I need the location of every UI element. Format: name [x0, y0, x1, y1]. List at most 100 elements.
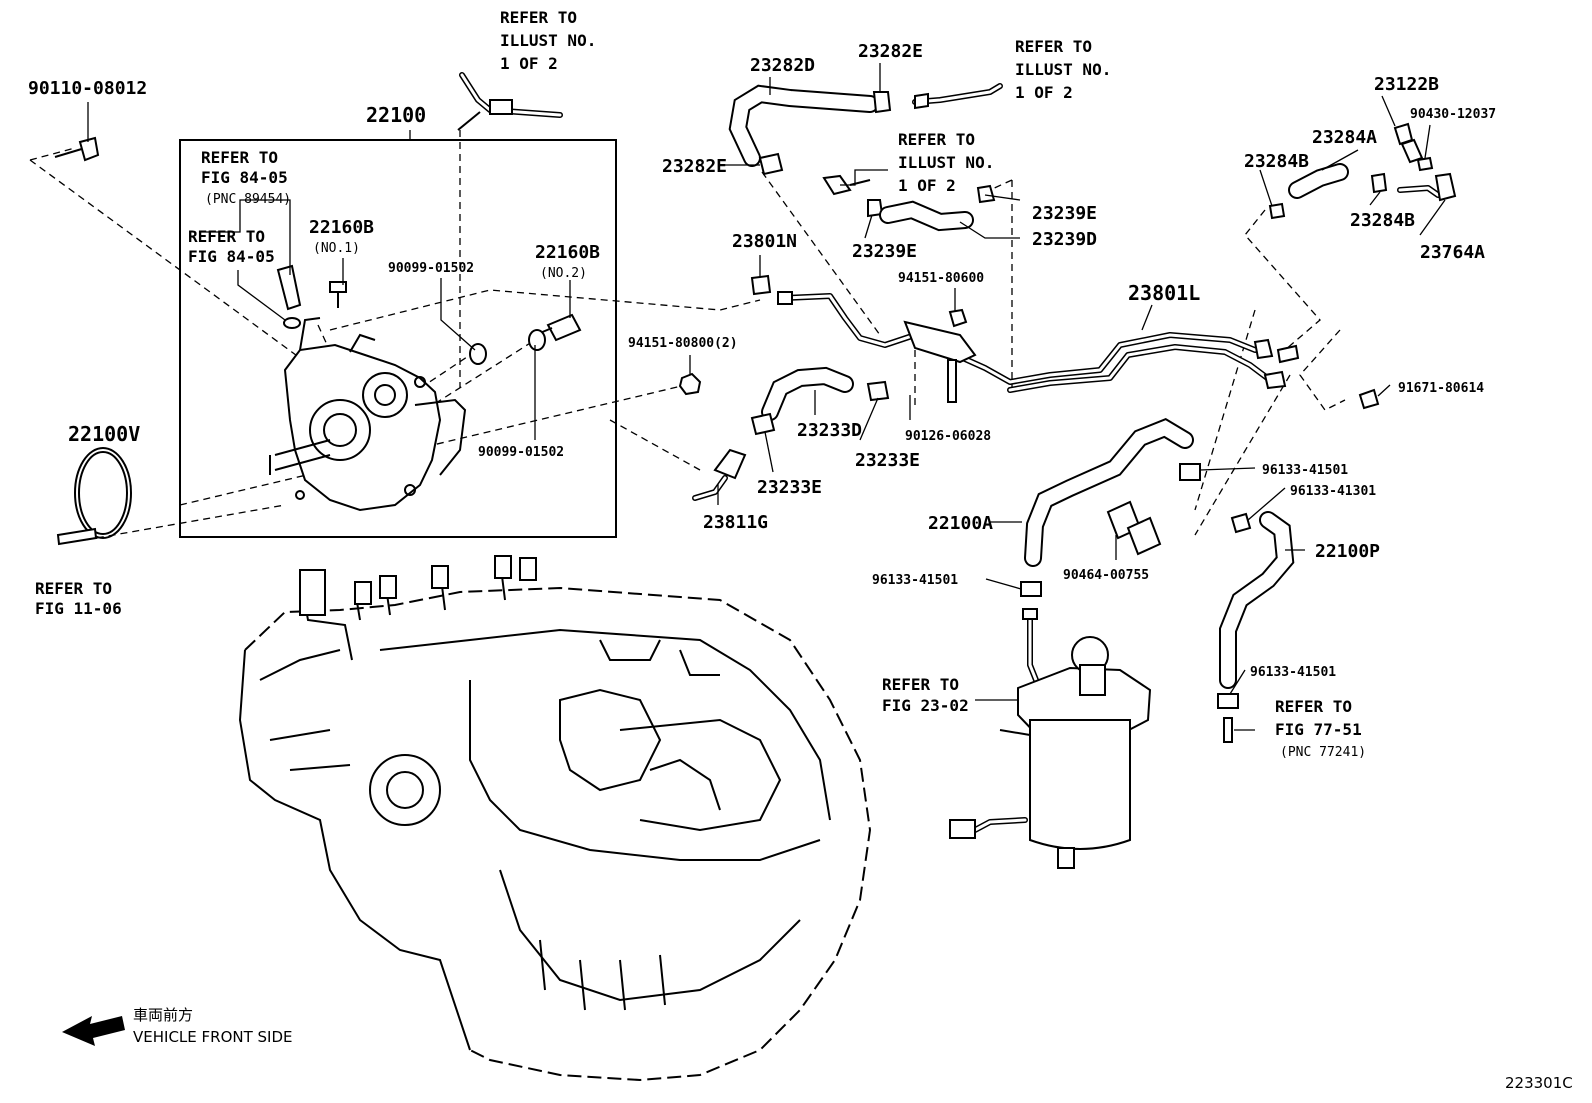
clamp-23284b-left [1268, 202, 1286, 220]
refer-fig7751-line1: REFER TO [1275, 697, 1352, 716]
hose-23233d [761, 366, 854, 421]
clamp-90464-00755 [1106, 500, 1162, 556]
label-leaders [87, 63, 1446, 731]
label-23233e-right: 23233E [855, 450, 920, 471]
direction-label-en: VEHICLE FRONT SIDE [133, 1028, 293, 1046]
pressure-sensor [276, 264, 302, 329]
fuel-injection-pump [269, 317, 467, 512]
arrow-left-icon [62, 1016, 125, 1046]
refer-fig1106-line2: FIG 11-06 [35, 599, 122, 618]
fuel-filter [949, 608, 1152, 869]
label-22160b-no2-sub: (NO.2) [540, 266, 587, 281]
bolt-91671-80614 [1358, 388, 1380, 410]
tube-refer-77-51 [1223, 717, 1233, 743]
label-96133-41501-upper: 96133-41501 [1262, 463, 1348, 478]
clamp-23282e-left [758, 152, 784, 176]
fitting-illust-mid [822, 174, 871, 196]
label-23764a: 23764A [1420, 242, 1485, 263]
bolt-22160b-no2 [539, 313, 582, 342]
clamp-23233e-right [866, 380, 890, 402]
refer-illust-top-line2: ILLUST NO. [500, 31, 596, 50]
label-22100a: 22100A [928, 513, 993, 534]
refer-illust-right-line2: ILLUST NO. [1015, 60, 1111, 79]
label-23284b-right: 23284B [1350, 210, 1415, 231]
label-22160b-no1: 22160B [309, 217, 374, 238]
refer-illust-right-line1: REFER TO [1015, 37, 1092, 56]
nut-94151-80600 [948, 308, 968, 328]
clamp-23233e-left [750, 412, 776, 436]
hose-23239d [879, 200, 974, 232]
refer-fig8405a-line2: FIG 84-05 [201, 168, 288, 187]
dashed-leaders [29, 130, 1346, 541]
clamp-23284b-right [1370, 172, 1388, 194]
label-23284b-left: 23284B [1244, 151, 1309, 172]
sensor-23122b [1393, 122, 1424, 164]
engine-block [238, 555, 872, 1082]
label-90099-upper: 90099-01502 [388, 261, 474, 276]
refer-illust-top-line3: 1 OF 2 [500, 54, 558, 73]
label-90464-00755: 90464-00755 [1063, 568, 1149, 583]
label-94151-80600: 94151-80600 [898, 271, 984, 286]
label-23282e-left: 23282E [662, 156, 727, 177]
label-91671-80614: 91671-80614 [1398, 381, 1484, 396]
hose-23284a [1288, 163, 1349, 199]
stud-bolt [56, 527, 98, 546]
clamp-96133-41301 [1230, 512, 1252, 534]
label-23811g: 23811G [703, 512, 768, 533]
label-23239e-left: 23239E [852, 241, 917, 262]
o-ring-22100v [74, 447, 132, 539]
refer-fig8405b-line2: FIG 84-05 [188, 247, 275, 266]
clamp-23239e-right [976, 184, 996, 204]
clamp-96133-41501-lower [1020, 581, 1042, 597]
clamp-96133-41501-upper [1179, 463, 1201, 481]
refer-fig2302-line2: FIG 23-02 [882, 696, 969, 715]
label-22100p: 22100P [1315, 541, 1380, 562]
fuel-pipe-23801l [777, 291, 1300, 393]
label-22160b-no2: 22160B [535, 242, 600, 263]
label-23284a: 23284A [1312, 127, 1377, 148]
label-23801n: 23801N [732, 231, 797, 252]
nut-94151-80800 [678, 372, 702, 396]
refer-fig7751-line2: FIG 77-51 [1275, 720, 1362, 739]
pump-group-box [179, 139, 617, 538]
label-22100: 22100 [366, 103, 426, 127]
o-ring-22100v-inner [78, 451, 128, 535]
label-23122b: 23122B [1374, 74, 1439, 95]
label-23233e-left: 23233E [757, 477, 822, 498]
label-23801l: 23801L [1128, 281, 1200, 305]
clamp-23282e-top [872, 91, 892, 114]
label-96133-41301: 96133-41301 [1290, 484, 1376, 499]
refer-fig8405a-line1: REFER TO [201, 148, 278, 167]
refer-fig8405a-line3: (PNC 89454) [205, 192, 291, 207]
refer-illust-top-line1: REFER TO [500, 8, 577, 27]
refer-fig8405b-line1: REFER TO [188, 227, 265, 246]
pipe-refer-illust-top [457, 72, 563, 131]
label-23282e-top: 23282E [858, 41, 923, 62]
gasket-90430-12037 [1416, 156, 1434, 172]
refer-illust-mid-line1: REFER TO [898, 130, 975, 149]
illustration-id: 223301C [1505, 1074, 1573, 1092]
label-96133-41501-lower: 96133-41501 [872, 573, 958, 588]
hose-23282d [728, 84, 879, 167]
label-90126-06028: 90126-06028 [905, 429, 991, 444]
label-23233d: 23233D [797, 420, 862, 441]
clip-23801n [750, 274, 772, 296]
refer-illust-mid-line3: 1 OF 2 [898, 176, 956, 195]
hose-22100p [1219, 511, 1295, 689]
label-23282d: 23282D [750, 55, 815, 76]
label-22100v: 22100V [68, 422, 140, 446]
hose-22100a [1024, 417, 1194, 567]
pipe-refer-illust-right [912, 83, 1003, 110]
bolt-90110-08012 [54, 136, 100, 162]
stud-90126-06028 [947, 359, 957, 403]
label-90110-08012: 90110-08012 [28, 78, 147, 99]
pipe-23764a [1397, 172, 1457, 202]
refer-illust-mid-line2: ILLUST NO. [898, 153, 994, 172]
label-22160b-no1-sub: (NO.1) [313, 241, 360, 256]
label-96133-41501-bottom: 96133-41501 [1250, 665, 1336, 680]
label-90430-12037: 90430-12037 [1410, 107, 1496, 122]
label-23239d: 23239D [1032, 229, 1097, 250]
label-90099-lower: 90099-01502 [478, 445, 564, 460]
